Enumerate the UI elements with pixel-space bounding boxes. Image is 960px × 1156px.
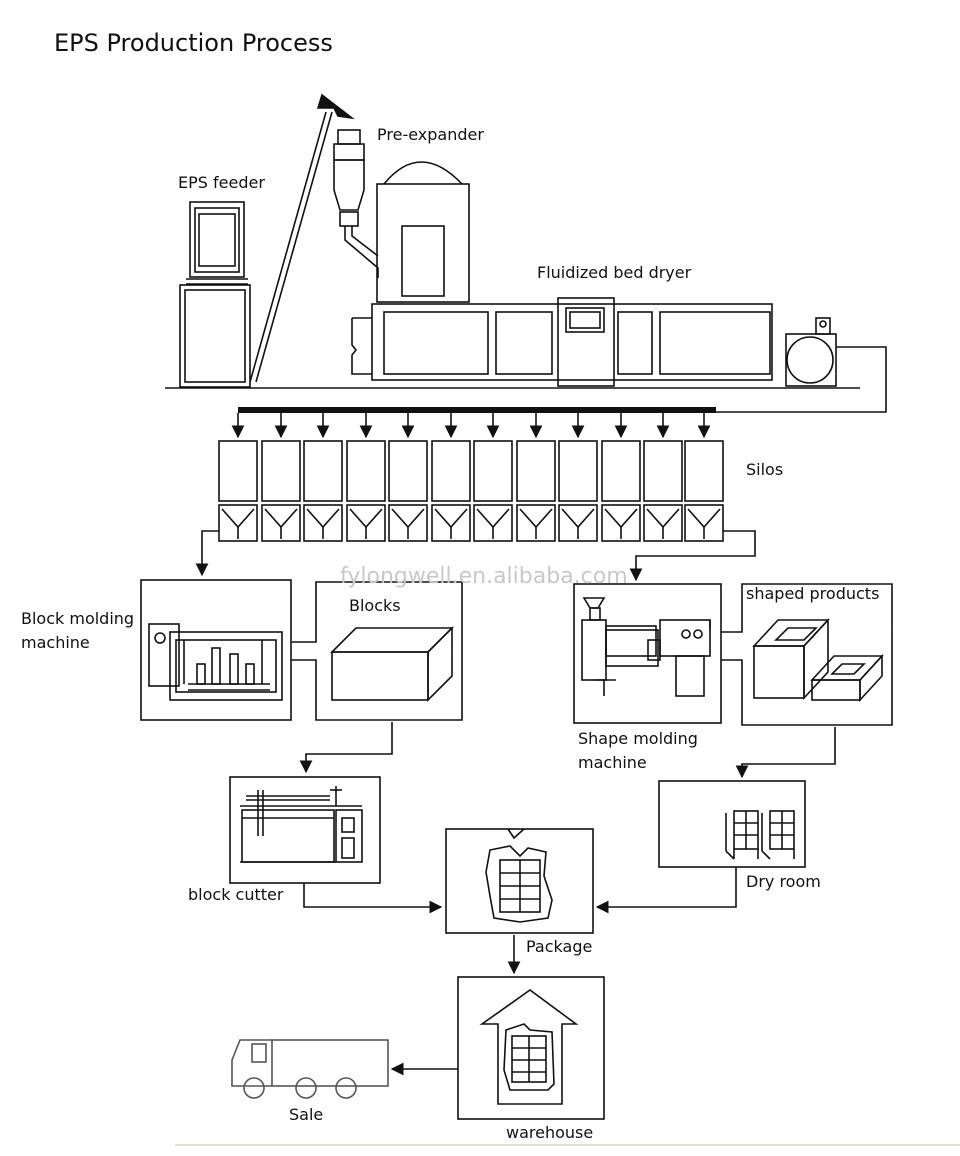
label-dry-room: Dry room: [746, 872, 821, 891]
label-blocks: Blocks: [349, 596, 401, 615]
arrow-to-dry-room: [735, 727, 836, 779]
label-shape-molding-line1: Shape molding: [578, 729, 698, 748]
label-shape-molding-line2: machine: [578, 753, 647, 772]
blocks-illustration: [330, 626, 454, 702]
label-fluidized-bed-dryer: Fluidized bed dryer: [537, 263, 692, 282]
eps-feeder-machine: [179, 201, 251, 388]
label-warehouse: warehouse: [506, 1123, 594, 1142]
arrow-cutter-to-package: [303, 883, 443, 914]
shape-molding-link: [721, 583, 893, 726]
arrow-dryroom-to-package: [595, 867, 737, 914]
truck-icon: [231, 1039, 389, 1099]
label-shaped-products: shaped products: [746, 584, 880, 603]
shape-molding-machine: [573, 583, 722, 724]
label-silos: Silos: [746, 460, 784, 479]
watermark: fylongwell.en.alibaba.com: [340, 564, 628, 589]
arrow-to-shape-molding: [629, 530, 756, 582]
block-molding-link: [291, 581, 463, 721]
silos: [218, 440, 724, 542]
label-package: Package: [526, 937, 593, 956]
page-title: EPS Production Process: [54, 29, 333, 57]
dry-room-illustration: [658, 780, 806, 868]
warehouse-illustration: [457, 976, 605, 1120]
arrow-to-block-cutter: [299, 722, 393, 774]
label-block-molding-line2: machine: [21, 633, 90, 652]
block-cutter-machine: [229, 776, 381, 884]
label-block-cutter: block cutter: [188, 885, 284, 904]
label-eps-feeder: EPS feeder: [178, 173, 265, 192]
fluidized-bed-dryer: [351, 297, 887, 413]
package-illustration: [445, 828, 594, 934]
block-molding-machine: [140, 579, 292, 721]
label-block-molding-line1: Block molding: [21, 609, 135, 628]
silo-feed-arrows: [231, 413, 711, 439]
shaped-products-illustration: [752, 617, 884, 703]
pre-expander-machine: [333, 129, 470, 303]
conveyor-incline: [249, 93, 355, 383]
arrow-to-block-molding: [195, 530, 219, 577]
label-pre-expander: Pre-expander: [377, 125, 484, 144]
label-sale: Sale: [289, 1105, 324, 1124]
